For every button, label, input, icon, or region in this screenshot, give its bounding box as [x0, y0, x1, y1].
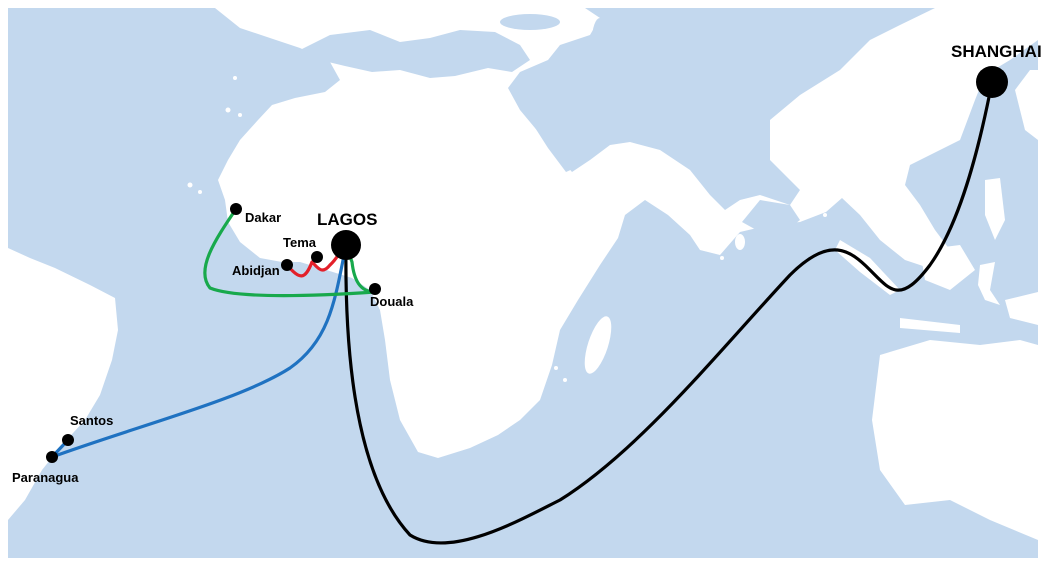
port-marker-abidjan[interactable] [281, 259, 293, 271]
port-marker-santos[interactable] [62, 434, 74, 446]
port-label-lagos: LAGOS [317, 210, 377, 229]
black-sea [500, 14, 560, 30]
sulawesi [978, 262, 1000, 305]
port-label-shanghai: SHANGHAI [951, 42, 1042, 61]
landmass-africa-eurasia [215, 8, 1038, 458]
red-sea [518, 92, 575, 172]
port-label-dakar: Dakar [245, 210, 281, 225]
route-lagos-shanghai [344, 80, 994, 545]
new-guinea [1005, 292, 1038, 325]
atlantic-islands [187, 76, 827, 382]
madagascar [584, 316, 612, 374]
java [900, 318, 960, 333]
bay-of-bengal [742, 200, 800, 232]
borneo [920, 245, 975, 290]
port-marker-tema[interactable] [311, 251, 323, 263]
taiwan-japan [1015, 70, 1038, 140]
port-marker-lagos[interactable] [331, 230, 361, 260]
port-marker-shanghai[interactable] [976, 66, 1008, 98]
sri-lanka [735, 234, 745, 250]
persian-gulf [590, 108, 640, 140]
port-label-santos: Santos [70, 413, 113, 428]
port-label-douala: Douala [370, 294, 414, 309]
philippines [985, 178, 1005, 240]
australia [872, 340, 1038, 540]
port-marker-dakar[interactable] [230, 203, 242, 215]
port-label-abidjan: Abidjan [232, 263, 280, 278]
south-america [8, 248, 118, 520]
port-label-tema: Tema [283, 235, 317, 250]
port-label-paranagua: Paranagua [12, 470, 79, 485]
port-marker-douala[interactable] [369, 283, 381, 295]
caspian-sea [592, 18, 608, 62]
mediterranean-sea [300, 30, 530, 78]
port-marker-paranagua[interactable] [46, 451, 58, 463]
